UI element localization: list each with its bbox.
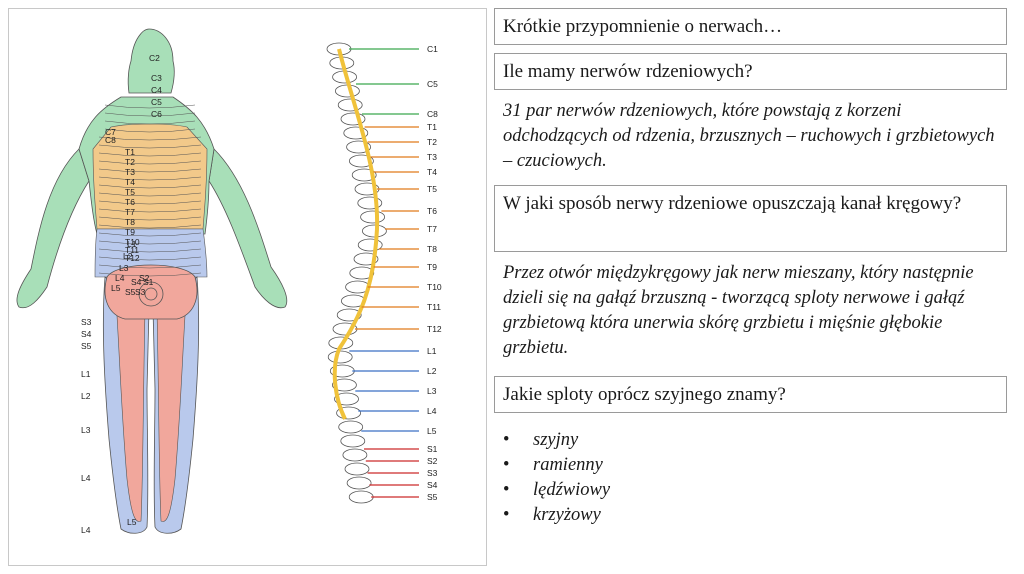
body-dermatome-label: L4 [115,273,125,283]
body-dermatome-label: L3 [81,425,91,435]
vertebra [345,463,369,475]
body-dermatome-label: L4 [81,525,91,535]
body-dermatome-label: C5 [151,97,162,107]
spine-nerve-label: T11 [427,302,441,312]
list-item: ramienny [503,453,610,478]
spine-nerve-label: L3 [427,386,437,396]
vertebra [343,449,367,461]
body-dermatome-label: S5 [81,341,92,351]
plexus-list: szyjny ramienny lędźwiowy krzyżowy [503,428,610,528]
body-dermatome-label: L1 [81,369,91,379]
spine-nerve-label: L1 [427,346,437,356]
body-dermatome-label: L1 [127,239,137,249]
spine-nerve-label: L2 [427,366,437,376]
body-dermatome-label: L4 [81,473,91,483]
body-dermatome-label: L2 [123,251,133,261]
body-dermatome-label: C8 [105,135,116,145]
spine-nerve-label: T12 [427,324,442,334]
vertebra [338,99,362,111]
body-dermatome-label: L3 [119,263,129,273]
answer-2: Przez otwór międzykręgowy jak nerw miesz… [503,261,1003,361]
question-box-2: W jaki sposób nerwy rdzeniowe opuszczają… [494,185,1007,252]
vertebra [361,211,385,223]
question-box-1: Ile mamy nerwów rdzeniowych? [494,53,1007,90]
spine-lateral-view: C1C5C8T1T2T3T4T5T6T7T8T9T10T11T12L1L2L3L… [327,43,442,503]
body-dermatome-label: L2 [81,391,91,401]
question-box-3: Jakie sploty oprócz szyjnego znamy? [494,376,1007,413]
list-item: lędźwiowy [503,478,610,503]
spine-nerve-label: C5 [427,79,438,89]
body-dermatome-label: S5 [125,287,136,297]
body-dermatome-label: C2 [149,53,160,63]
spine-nerve-label: T2 [427,137,437,147]
spine-nerve-label: T4 [427,167,437,177]
dermatome-illustration: C2C3C4C5C6C7C8T1T2T3T4T5T6T7T8T9T10T11T1… [9,9,486,565]
list-item: szyjny [503,428,610,453]
body-dermatome-label: S3 [81,317,92,327]
spine-nerve-label: C1 [427,44,438,54]
vertebra [339,421,363,433]
spine-nerve-label: S1 [427,444,438,454]
body-dermatome-label: T4 [125,177,135,187]
spine-nerve-label: T7 [427,224,437,234]
heading-text: Krótkie przypomnienie o nerwach… [503,16,782,37]
spine-nerve-label: L4 [427,406,437,416]
spine-nerve-label: T5 [427,184,437,194]
spine-nerve-label: T1 [427,122,437,132]
vertebra [341,435,365,447]
spine-nerve-label: T9 [427,262,437,272]
body-dermatome-label: T1 [125,147,135,157]
body-dermatome-label: T5 [125,187,135,197]
spine-nerve-label: L5 [427,426,437,436]
body-dermatome-label: T2 [125,157,135,167]
spine-nerve-label: T10 [427,282,442,292]
vertebra [328,351,352,363]
body-dermatome-label: T9 [125,227,135,237]
list-item: krzyżowy [503,503,610,528]
body-dermatome-label: S3 [135,287,146,297]
body-dermatome-label: T7 [125,207,135,217]
spine-nerve-label: S3 [427,468,438,478]
body-dermatome-label: L5 [111,283,121,293]
spine-nerve-label: S2 [427,456,438,466]
body-dermatome-label: S4 [81,329,92,339]
spine-nerve-label: S4 [427,480,438,490]
slide-heading: Krótkie przypomnienie o nerwach… [494,8,1007,45]
spine-nerve-label: S5 [427,492,438,502]
question-3-text: Jakie sploty oprócz szyjnego znamy? [503,384,786,405]
body-dermatome-label: C6 [151,109,162,119]
body-dermatome-label: T8 [125,217,135,227]
vertebra [349,491,373,503]
spine-nerve-label: T3 [427,152,437,162]
vertebra [362,225,386,237]
body-dermatome-label: C4 [151,85,162,95]
body-dermatome-label: T3 [125,167,135,177]
spine-nerve-label: T8 [427,244,437,254]
question-2-text: W jaki sposób nerwy rdzeniowe opuszczają… [503,193,961,214]
spine-nerve-label: C8 [427,109,438,119]
body-dermatome-label: C3 [151,73,162,83]
body-dermatome-label: S4 [131,277,142,287]
body-dermatome-label: T6 [125,197,135,207]
question-1-text: Ile mamy nerwów rdzeniowych? [503,61,753,82]
vertebra [347,477,371,489]
body-dermatome-label: L5 [127,517,137,527]
spine-nerve-label: T6 [427,206,437,216]
vertebra [358,239,382,251]
answer-1: 31 par nerwów rdzeniowych, które powstaj… [503,99,1003,174]
